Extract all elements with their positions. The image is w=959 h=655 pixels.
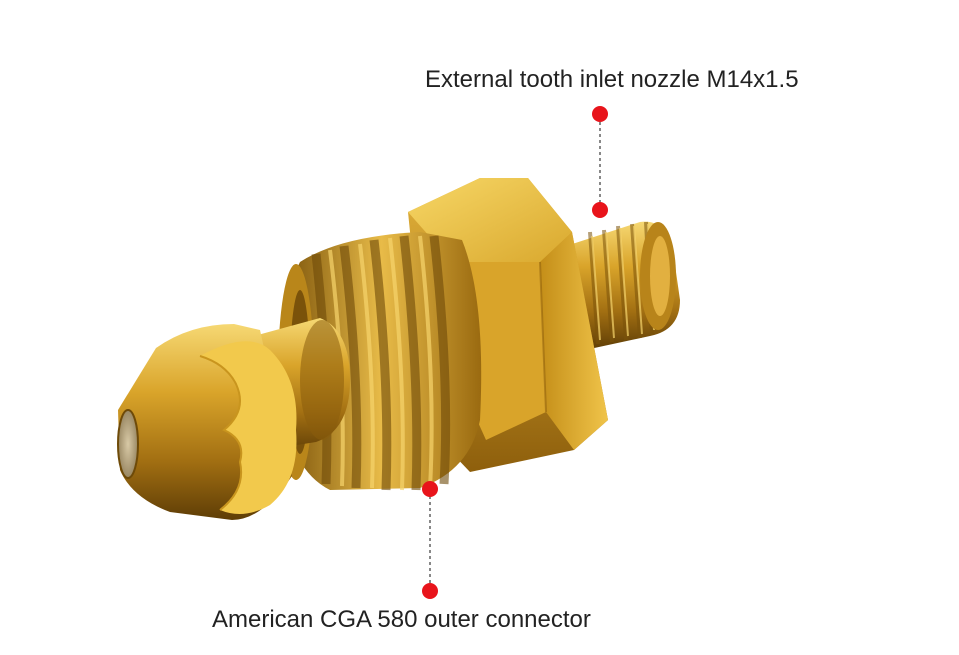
inlet-nozzle [560,221,680,350]
nozzle-tip [117,324,297,520]
inlet-nozzle-label: External tooth inlet nozzle M14x1.5 [425,66,799,93]
inlet-callout-leader [592,106,608,218]
connector-marker-dot-bottom [422,583,438,599]
connector-callout-leader [422,481,438,599]
inlet-marker-dot-bottom [592,202,608,218]
outer-connector-label: American CGA 580 outer connector [212,606,591,633]
inlet-marker-dot-top [592,106,608,122]
connector-marker-dot-top [422,481,438,497]
